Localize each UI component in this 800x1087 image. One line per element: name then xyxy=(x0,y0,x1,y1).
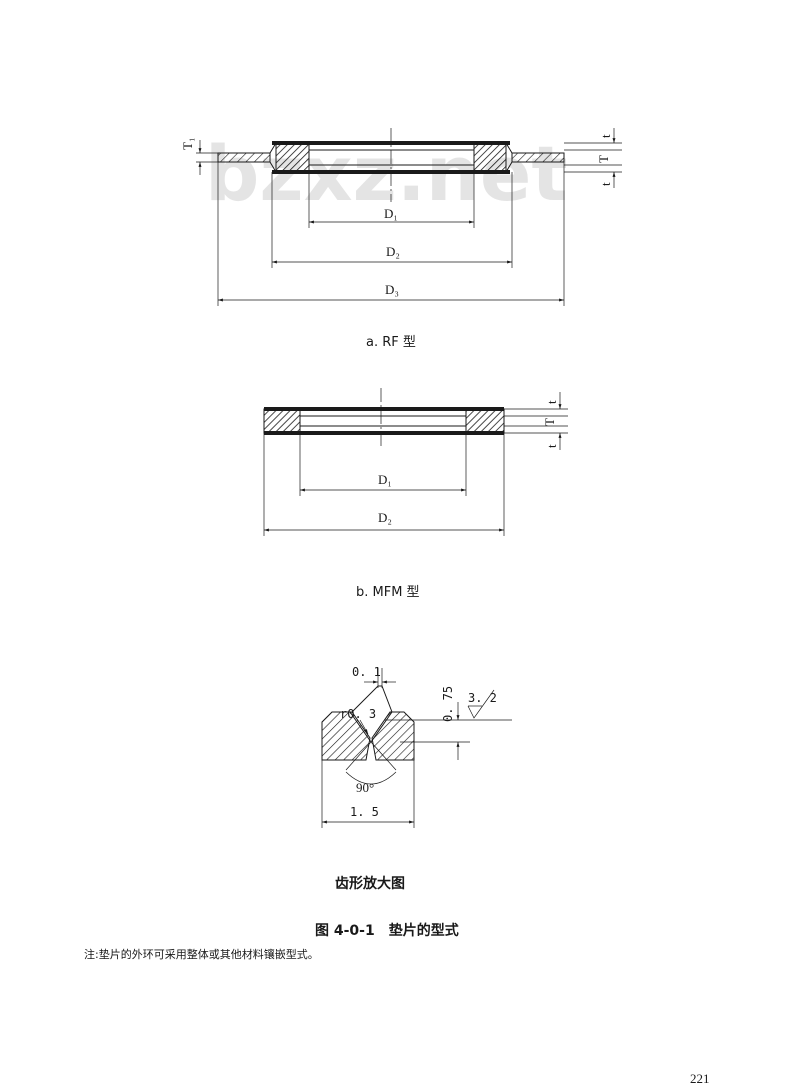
label-0-75: 0. 75 xyxy=(441,686,455,722)
tooth-detail-caption: 齿形放大图 xyxy=(335,875,405,892)
label-D1-a: D₁ xyxy=(384,206,398,221)
label-D2-b: D₂ xyxy=(378,510,392,525)
footnote: 注:垫片的外环可采用整体或其他材料镶嵌型式。 xyxy=(84,947,319,961)
figure-a-rf-gasket: T₁ t T t D₁ D₂ D₃ a. RF 型 xyxy=(180,128,622,350)
label-D2-a: D₂ xyxy=(386,244,400,259)
tooth-profile-detail: 90° 0. 1 r0. 3 0. 75 3. 2 1. 5 齿形放大图 xyxy=(321,665,512,892)
label-r: r0. 3 xyxy=(340,707,376,721)
label-D3: D₃ xyxy=(385,282,399,297)
label-angle: 90° xyxy=(356,780,374,795)
label-roughness: 3. 2 xyxy=(468,691,497,705)
page-number: 221 xyxy=(690,1071,710,1086)
label-t-top: t xyxy=(598,134,613,138)
label-0-1: 0. 1 xyxy=(352,665,381,679)
figure-a-caption: a. RF 型 xyxy=(366,335,416,350)
figure-b-caption: b. MFM 型 xyxy=(356,585,420,600)
label-t-top-b: t xyxy=(544,400,559,404)
label-t-bottom: t xyxy=(598,182,613,186)
label-T-b: T xyxy=(542,418,557,426)
figure-b-mfm-gasket: t T t D₁ D₂ b. MFM 型 xyxy=(263,388,568,600)
label-pitch: 1. 5 xyxy=(350,805,379,819)
label-T1: T₁ xyxy=(180,138,195,150)
label-t-bottom-b: t xyxy=(544,444,559,448)
figure-title: 图 4-0-1 垫片的型式 xyxy=(315,922,459,939)
label-D1-b: D₁ xyxy=(378,472,392,487)
label-T: T xyxy=(596,155,611,163)
